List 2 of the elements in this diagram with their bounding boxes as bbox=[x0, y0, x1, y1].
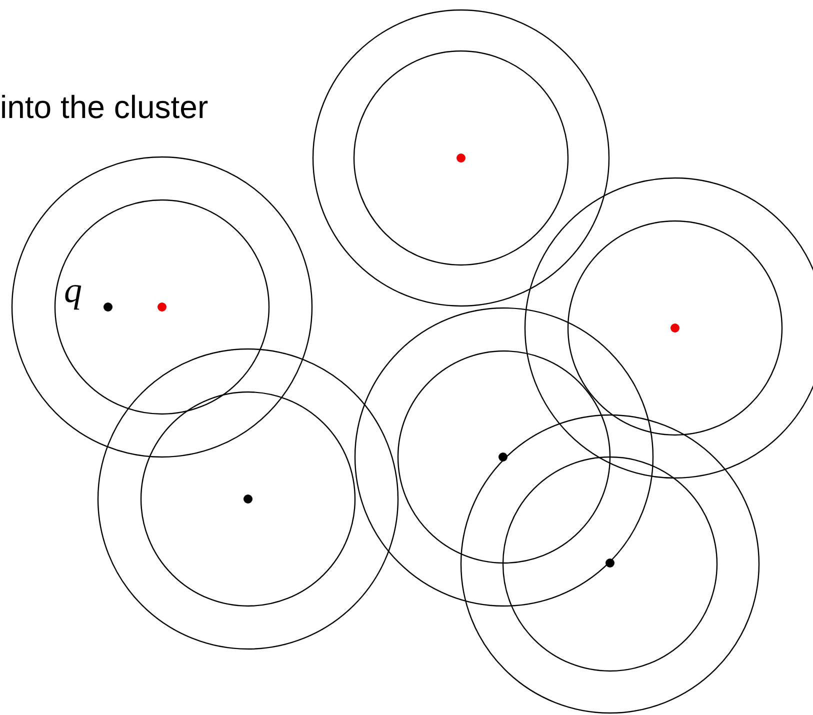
point-label: q bbox=[64, 270, 82, 310]
annotation-text: into the cluster bbox=[0, 88, 208, 126]
